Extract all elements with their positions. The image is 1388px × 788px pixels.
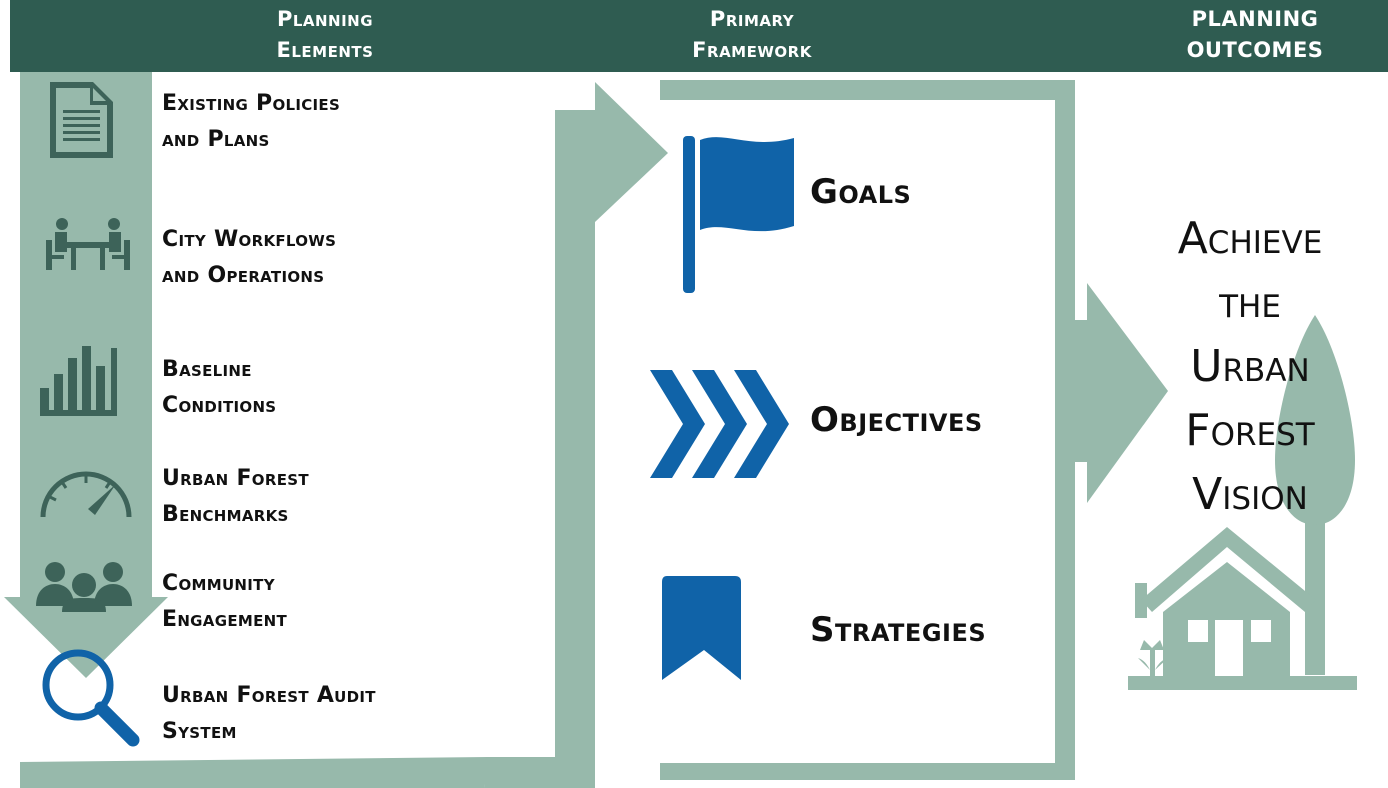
element-label-line1: Community	[162, 571, 275, 596]
header-bar	[10, 0, 1388, 72]
header-planning-outcomes: PLANNING OUTCOMES	[1186, 7, 1324, 62]
house-tree-icon	[1128, 315, 1357, 690]
element-label-line2: and Plans	[162, 127, 270, 152]
element-label-line1: City Workflows	[162, 227, 337, 252]
element-baseline-conditions: Baseline Conditions	[162, 352, 276, 424]
framework-objectives: Objectives	[810, 400, 983, 440]
element-label-line1: Urban Forest Audit	[162, 683, 376, 708]
element-label-line2: System	[162, 719, 237, 744]
meeting-table-icon	[46, 218, 130, 270]
flag-icon	[683, 136, 794, 293]
chevrons-icon	[650, 370, 789, 478]
outcome-line: Achieve	[1177, 213, 1323, 264]
magnifier-icon	[42, 649, 140, 747]
element-existing-policies: Existing Policies and Plans	[162, 86, 340, 158]
bar-chart-icon	[40, 346, 117, 416]
element-city-workflows: City Workflows and Operations	[162, 222, 336, 294]
people-icon	[36, 562, 132, 612]
framework-goals: Goals	[810, 172, 912, 212]
outcome-line: Forest	[1185, 405, 1315, 456]
element-label-line2: Benchmarks	[162, 502, 289, 527]
element-label-line2: and Operations	[162, 263, 325, 288]
outcome-line: Vision	[1192, 469, 1308, 520]
element-urban-forest-audit: Urban Forest Audit System	[162, 678, 376, 750]
document-icon	[50, 82, 113, 158]
header-primary-framework: Primary Framework	[692, 7, 812, 62]
element-community-engagement: Community Engagement	[162, 566, 287, 638]
framework-strategies: Strategies	[810, 610, 987, 650]
outcome-line: the	[1219, 277, 1281, 328]
header-planning-elements: Planning Elements	[276, 7, 374, 62]
outcome-arrow	[1075, 283, 1168, 503]
element-label-line1: Urban Forest	[162, 466, 309, 491]
left-connector	[20, 82, 668, 788]
element-urban-forest-benchmarks: Urban Forest Benchmarks	[162, 461, 309, 533]
bookmark-icon	[662, 576, 741, 680]
element-label-line2: Conditions	[162, 393, 277, 418]
element-label-line1: Existing Policies	[162, 91, 341, 116]
framework-frame	[660, 80, 1075, 780]
element-label-line2: Engagement	[162, 607, 288, 632]
outcome-vision-text: Achieve the Urban Forest Vision	[1130, 207, 1370, 527]
outcome-line: Urban	[1190, 341, 1310, 392]
element-label-line1: Baseline	[162, 357, 252, 382]
speedometer-icon	[40, 471, 132, 518]
